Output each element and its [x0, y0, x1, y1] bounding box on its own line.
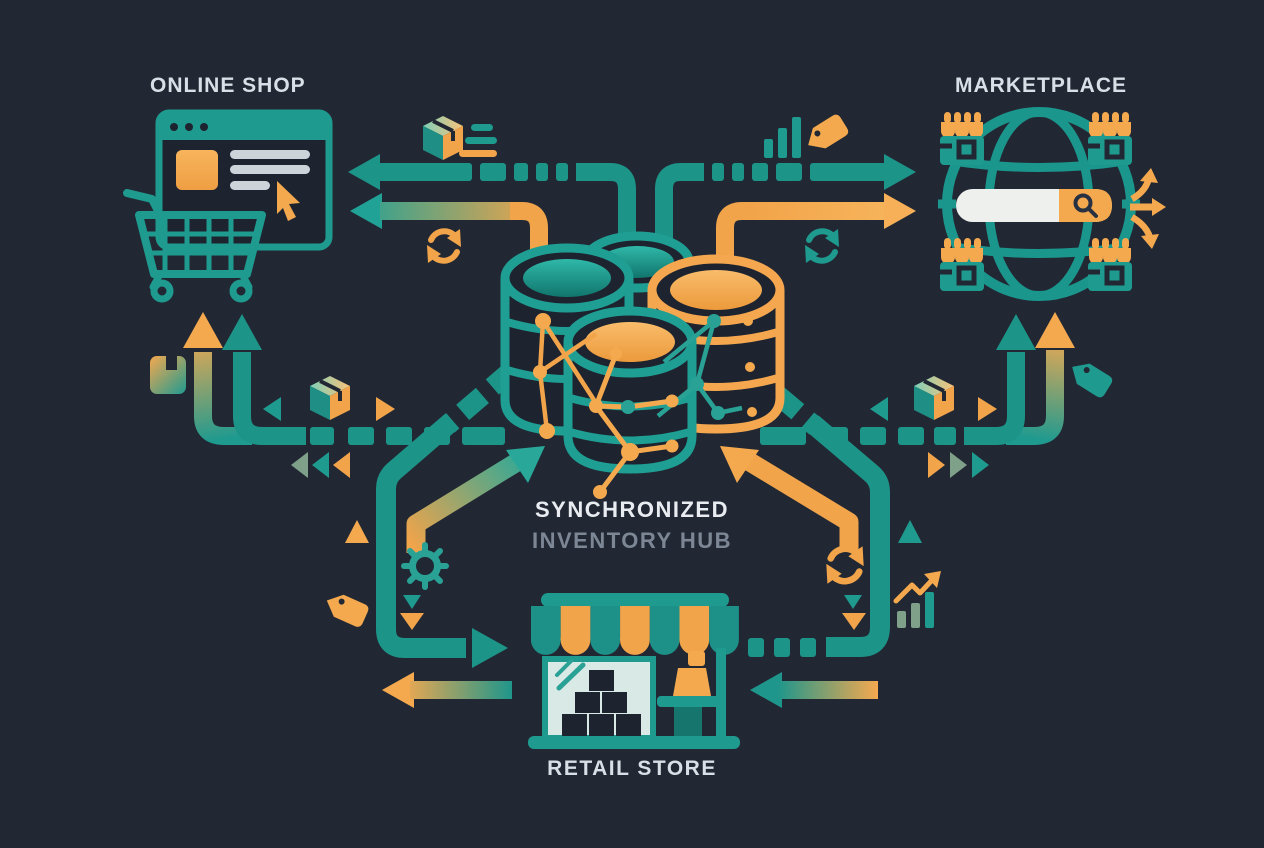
- package-speed-icon: [421, 114, 497, 162]
- arrow-hub-to-shop-top: [348, 154, 636, 258]
- pipe-right-mid: [760, 427, 956, 445]
- package-box-icon: [308, 374, 352, 422]
- triple-triangles-left-icon: [291, 452, 350, 478]
- search-bar-icon: [956, 189, 1112, 222]
- spread-arrows-icon: [1130, 168, 1166, 249]
- network-nodes-right: [656, 314, 743, 420]
- online-shop-icon: [123, 109, 333, 303]
- cash-register-icon: [657, 651, 723, 738]
- arrow-store-to-hub-right: [720, 446, 859, 551]
- network-nodes-front: [589, 348, 679, 499]
- retail-store-label: RETAIL STORE: [547, 757, 717, 780]
- price-tag-icon: [321, 589, 371, 629]
- triangle-right-icon: [978, 397, 997, 421]
- online-shop-label: ONLINE SHOP: [150, 74, 306, 97]
- magnifier-icon: [1073, 193, 1098, 218]
- arrow-up-right-orange: [1006, 312, 1075, 445]
- triple-triangles-right-icon: [928, 452, 989, 478]
- store-post: [716, 648, 726, 738]
- arrow-up-right-teal: [964, 314, 1036, 445]
- arrow-hub-to-marketplace-bottom: [716, 193, 916, 258]
- triangle-right-icon: [376, 397, 395, 421]
- triangle-up-icon: [898, 520, 922, 543]
- awning-icon: [530, 606, 739, 655]
- gear-icon: [404, 545, 446, 587]
- retail-store-label-wrap: RETAIL STORE: [472, 757, 792, 781]
- decorative-icons: [150, 112, 1115, 630]
- sync-icon: [826, 546, 863, 583]
- arrow-hub-to-marketplace-top: [655, 154, 916, 258]
- arrow-up-left-teal: [222, 314, 306, 445]
- triangle-up-icon: [345, 520, 369, 543]
- connectors: [183, 154, 1075, 708]
- sync-icon: [427, 229, 461, 263]
- arrow-up-left-orange: [183, 312, 252, 445]
- package-box-icon: [912, 374, 956, 422]
- marketplace-icon: [938, 107, 1166, 301]
- arrow-hub-to-shop-bottom: [350, 193, 548, 258]
- retail-store-icon: [528, 593, 740, 749]
- growth-chart-icon: [893, 571, 941, 628]
- store-floor: [528, 736, 740, 749]
- triangle-left-icon: [263, 397, 281, 421]
- price-tag-icon: [801, 112, 851, 156]
- bar-chart-icon: [764, 117, 801, 158]
- arrow-store-return-left: [382, 672, 512, 708]
- mini-storefront-icon: [940, 112, 984, 165]
- network-nodes-left: [533, 313, 598, 439]
- store-window: [542, 656, 656, 741]
- arrow-store-return-right: [750, 672, 878, 708]
- sync-icon: [805, 229, 839, 263]
- triangle-left-icon: [870, 397, 888, 421]
- hub-label-line1: SYNCHRONIZED: [534, 497, 729, 522]
- database-cylinder-front: [563, 306, 697, 474]
- double-triangle-down-icon: [842, 595, 866, 630]
- hub-label-line2: INVENTORY HUB: [531, 528, 732, 553]
- arrow-store-to-hub-left: [406, 446, 545, 553]
- marketplace-label: MARKETPLACE: [955, 74, 1127, 97]
- hub-label: SYNCHRONIZED INVENTORY HUB: [472, 497, 792, 554]
- shopping-cart-icon: [123, 189, 266, 303]
- product-image-swatch: [176, 150, 218, 190]
- mini-storefront-icon: [1088, 112, 1132, 165]
- parcel-icon: [150, 356, 186, 394]
- cursor-icon: [277, 181, 300, 221]
- pipe-left-mid: [310, 427, 505, 445]
- stacked-boxes-icon: [562, 670, 641, 736]
- inventory-hub-icon: [500, 231, 785, 499]
- double-triangle-down-icon: [400, 595, 424, 630]
- price-tag-icon: [1065, 356, 1115, 400]
